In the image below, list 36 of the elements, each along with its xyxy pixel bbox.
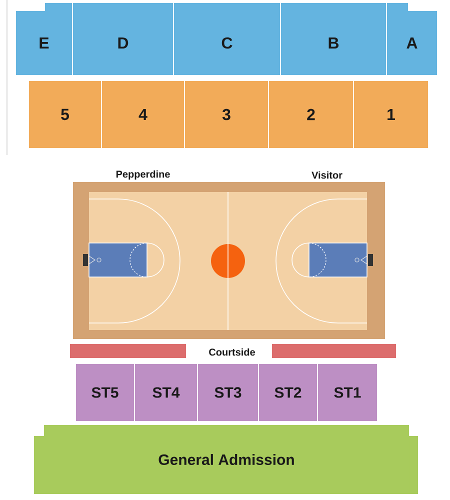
seating-section: ST5 bbox=[76, 364, 134, 421]
team-label: Visitor bbox=[312, 171, 342, 179]
seating-section: B bbox=[281, 3, 386, 75]
seating-section: General Admission bbox=[34, 425, 418, 494]
team-label: Pepperdine bbox=[116, 170, 170, 180]
seating-section: ST2 bbox=[259, 364, 317, 421]
section-label: Courtside bbox=[209, 348, 255, 356]
node-label: E bbox=[40, 37, 49, 49]
seating-section: 5 bbox=[29, 81, 101, 148]
seating-section: D bbox=[73, 3, 173, 75]
node-label: 3 bbox=[222, 108, 230, 120]
node-label: 4 bbox=[138, 108, 148, 120]
node-label: ST2 bbox=[274, 387, 302, 398]
node-label: D bbox=[118, 37, 128, 49]
node-label: 5 bbox=[61, 108, 70, 120]
node-label: 2 bbox=[307, 108, 315, 120]
seating-section: 2 bbox=[269, 81, 353, 148]
node-label: ST4 bbox=[152, 387, 180, 398]
node-label: C bbox=[222, 37, 232, 49]
seating-section: C bbox=[174, 3, 280, 75]
node-label: ST3 bbox=[214, 387, 242, 398]
node-label: ST5 bbox=[92, 387, 118, 398]
seating-section: ST3 bbox=[198, 364, 258, 421]
courtside-bar bbox=[272, 344, 396, 358]
seating-section: ST4 bbox=[135, 364, 197, 421]
seating-section: E bbox=[16, 3, 72, 75]
node-label: A bbox=[406, 37, 418, 49]
seating-section: 3 bbox=[185, 81, 268, 148]
courtside-bar bbox=[70, 344, 186, 358]
seating-section: ST1 bbox=[318, 364, 377, 421]
seating-section: 4 bbox=[102, 81, 184, 148]
seating-section: 1 bbox=[354, 81, 428, 148]
node-label: ST1 bbox=[334, 387, 361, 398]
seating-section: A bbox=[387, 3, 437, 75]
node-label: 1 bbox=[388, 108, 396, 120]
node-label: B bbox=[328, 37, 339, 49]
